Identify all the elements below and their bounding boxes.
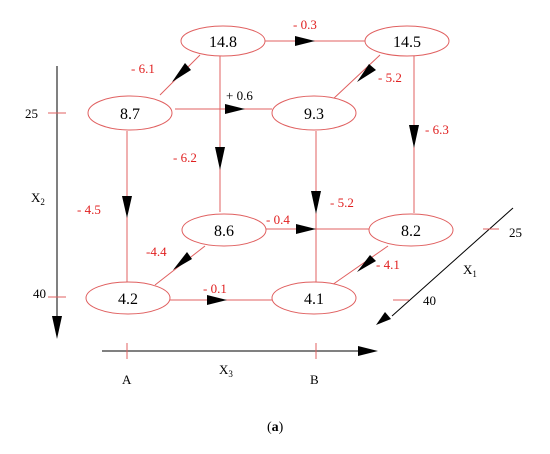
arrowhead-front-right-vertical (311, 191, 321, 214)
axis-x2-tick-low: 40 (33, 286, 46, 301)
arrowhead-bottom-left-diag (173, 252, 192, 270)
edge-bottom-right-diag (331, 245, 389, 286)
effect-top-left-diag: - 6.1 (131, 61, 155, 76)
arrowhead-top-left-diag (172, 63, 191, 82)
arrowhead-bottom-back (296, 224, 316, 234)
arrowhead-bottom-front (207, 295, 227, 305)
effect-bottom-left-diag: -4.4 (146, 244, 167, 259)
node-top-back-right: 14.5 (364, 25, 450, 57)
effect-front-right-vertical: - 5.2 (330, 195, 354, 210)
svg-text:4.2: 4.2 (118, 291, 138, 308)
effect-top-back: - 0.3 (293, 17, 317, 32)
effect-back-right-vertical: - 6.3 (425, 122, 449, 137)
svg-text:9.3: 9.3 (304, 106, 324, 123)
svg-text:8.2: 8.2 (401, 223, 421, 240)
edge-top-right-diag (331, 54, 381, 101)
arrowhead-top-back (295, 36, 315, 46)
axis-x3-tick-left: A (122, 372, 132, 387)
axis-x3: A B X3 (102, 343, 378, 387)
arrowhead-back-left-vertical (215, 147, 225, 170)
axis-x1-tick-high: 25 (509, 225, 522, 240)
svg-text:14.8: 14.8 (209, 34, 237, 51)
axis-x3-label: X3 (219, 362, 233, 379)
axis-x2-tick-high: 25 (25, 106, 38, 121)
effect-bottom-front: - 0.1 (203, 281, 227, 296)
effect-bottom-back: - 0.4 (266, 212, 290, 227)
axis-x3-tick-right: B (310, 372, 319, 387)
node-bottom-front-right: 4.1 (271, 281, 357, 315)
effect-top-right-diag: - 5.2 (378, 70, 402, 85)
svg-text:8.7: 8.7 (120, 106, 140, 123)
axis-x1-tick-low: 40 (423, 293, 436, 308)
figure-caption: (a) (267, 420, 284, 435)
node-top-front-left: 8.7 (87, 95, 173, 131)
effect-front-left-vertical: - 4.5 (77, 202, 101, 217)
axis-x2-label: X2 (31, 190, 45, 207)
arrowhead-bottom-right-diag (357, 255, 376, 272)
axis-x2: 25 40 X2 (25, 66, 66, 339)
node-top-front-right: 9.3 (271, 95, 357, 131)
axis-x1-label: X1 (463, 262, 477, 279)
effect-bottom-right-diag: - 4.1 (376, 257, 400, 272)
axis-x1: 25 40 X1 (376, 207, 522, 325)
axis-x1-arrowhead (376, 312, 391, 325)
node-bottom-back-left: 8.6 (181, 213, 267, 247)
node-bottom-front-left: 4.2 (85, 281, 171, 315)
svg-text:4.1: 4.1 (304, 291, 324, 308)
arrowhead-top-right-diag (357, 64, 376, 82)
svg-text:14.5: 14.5 (393, 34, 421, 51)
arrowhead-back-right-vertical (409, 125, 419, 148)
arrowhead-top-front (225, 104, 245, 114)
svg-text:8.6: 8.6 (214, 223, 234, 240)
node-top-back-left: 14.8 (180, 25, 266, 57)
effect-top-front: + 0.6 (226, 88, 253, 103)
effect-back-left-vertical: - 6.2 (173, 150, 197, 165)
axis-x2-arrowhead (52, 316, 62, 339)
arrowhead-front-left-vertical (122, 196, 132, 218)
axis-x3-arrowhead (358, 346, 378, 356)
node-bottom-back-right: 8.2 (368, 213, 454, 247)
